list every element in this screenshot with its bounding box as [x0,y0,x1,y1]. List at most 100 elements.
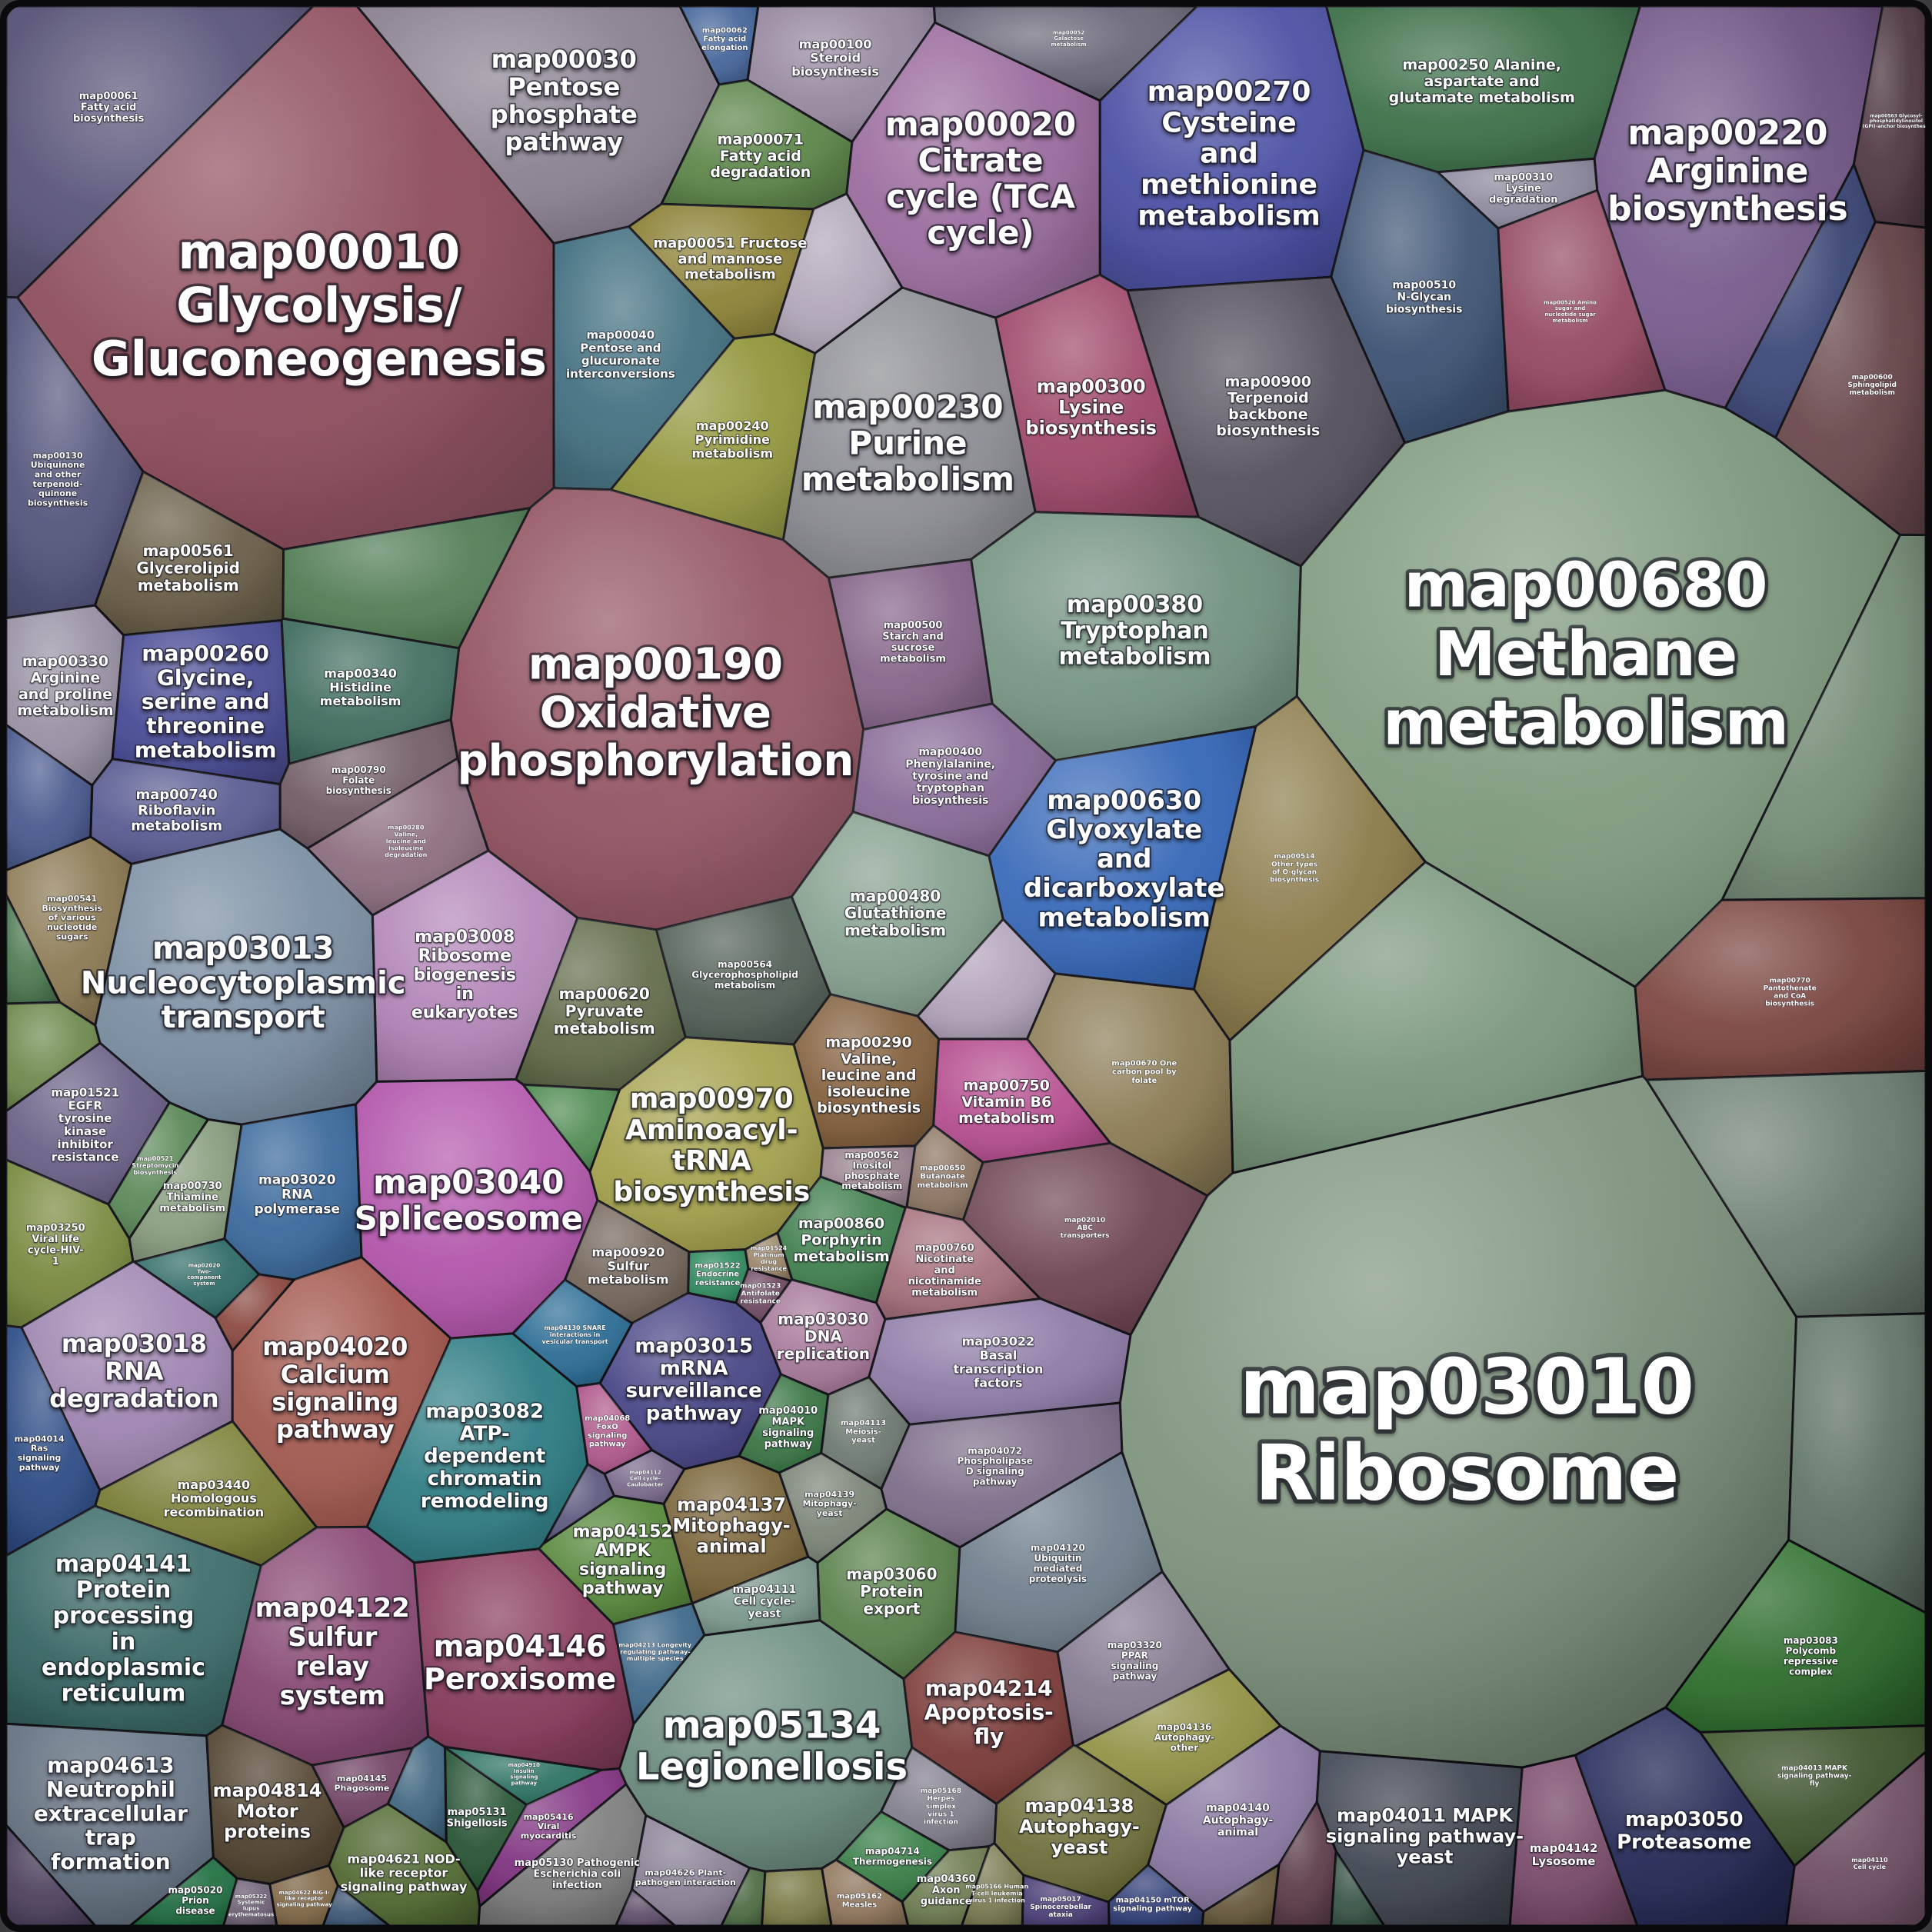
cell-label-map00563: map00563 Glycosyl-phosphatidylinositol(G… [1863,114,1930,129]
treemap-cell-f-be2[interactable] [761,1867,833,1926]
cell-label-map04626: map04626 Plant-pathogen interaction [635,1868,736,1887]
